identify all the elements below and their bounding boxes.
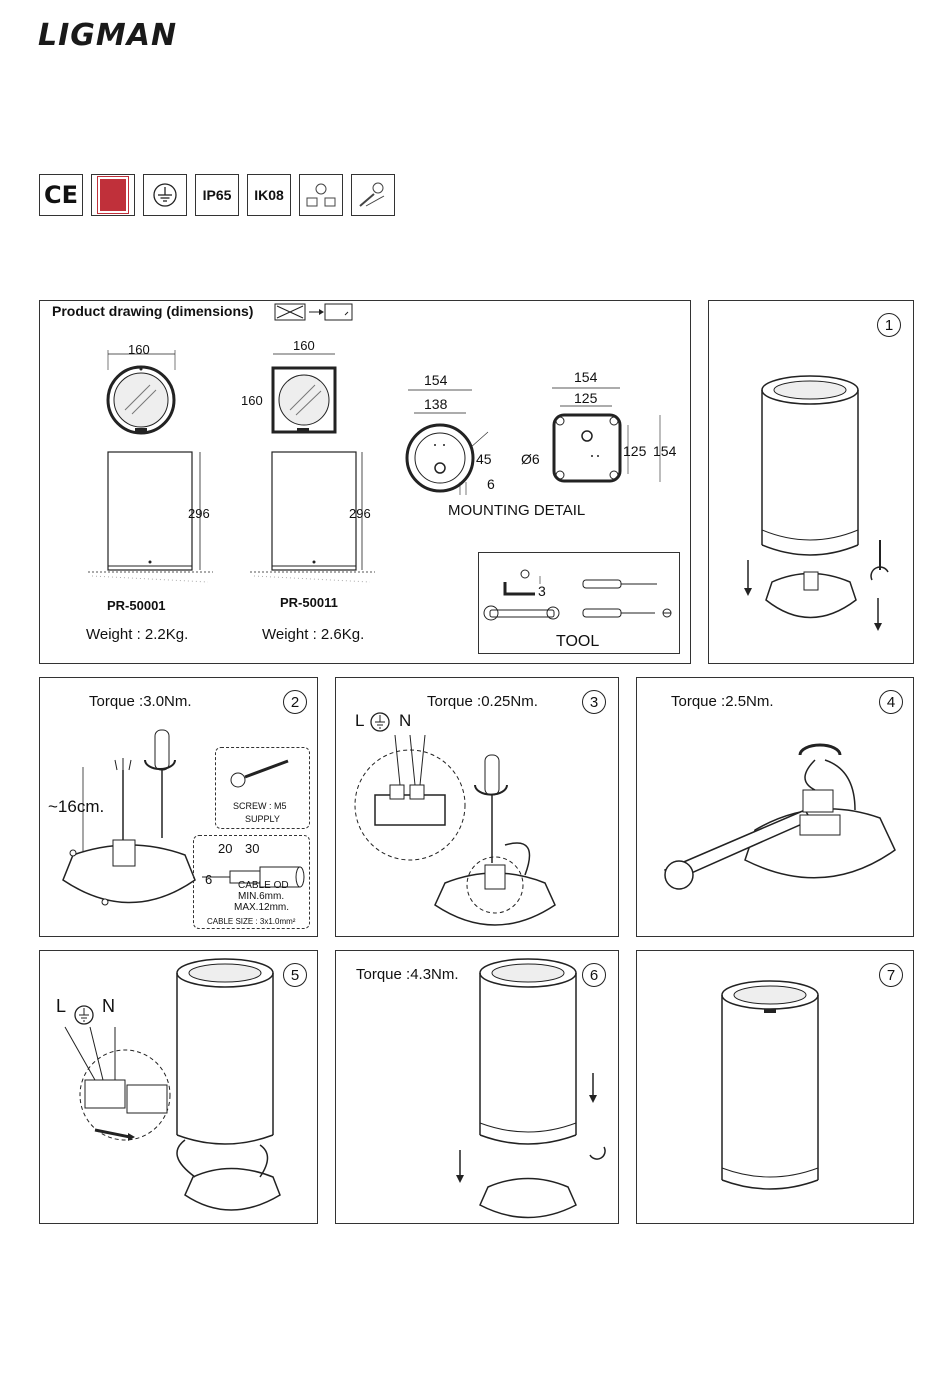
step-4-torque: Torque :2.5Nm.	[671, 693, 774, 710]
strip-length-a: 20	[218, 841, 233, 856]
square-mount-inner-label: 125	[574, 390, 598, 406]
step-5-illustration	[64, 958, 281, 1211]
step-6-panel	[335, 950, 619, 1224]
quality-seal-badge	[91, 174, 135, 216]
step-7-number: 7	[879, 963, 903, 987]
step-3-live-label: L	[355, 711, 365, 730]
round-width-label: 160	[128, 342, 150, 357]
tool-box	[478, 552, 680, 654]
ik08-badge: IK08	[247, 174, 291, 216]
step-7-illustration	[721, 980, 819, 1190]
step-1-illustration	[744, 375, 889, 631]
tool-illustration	[483, 569, 672, 621]
step-5-ground-icon	[74, 1005, 94, 1025]
square-model-weight: Weight : 2.6Kg.	[262, 626, 365, 643]
screw-detail-box	[215, 747, 310, 829]
step-4-panel	[636, 677, 914, 937]
round-mount-outer-label: 154	[424, 372, 448, 388]
round-model-side-view	[88, 451, 213, 583]
cable-max-label: MAX.12mm.	[234, 902, 290, 913]
round-mount-gap-label: 6	[487, 476, 495, 492]
step-5-neutral-label: N	[102, 996, 115, 1016]
step-1-number: 1	[877, 313, 901, 337]
square-model-code: PR-50011	[280, 595, 338, 610]
step-3-panel	[335, 677, 619, 937]
cable-detail-box	[193, 835, 310, 929]
step-5-live-label: L	[56, 996, 67, 1016]
tool-label: TOOL	[556, 633, 600, 650]
square-mount-outer-label: 154	[574, 369, 598, 385]
mount-hole-label: Ø6	[521, 451, 540, 467]
square-mount-side-inner-label: 125	[623, 443, 647, 459]
step-4-illustration	[663, 743, 896, 890]
square-model-top-view	[271, 353, 337, 434]
product-drawing-title: Product drawing (dimensions)	[52, 303, 254, 319]
strip-length-b: 30	[245, 841, 260, 856]
step-2-cable-length: ~16cm.	[48, 797, 105, 816]
screw-supply-label: SUPPLY	[245, 814, 280, 824]
step-2-torque: Torque :3.0Nm.	[89, 693, 192, 710]
earth-ground-badge	[143, 174, 187, 216]
product-drawing-panel	[39, 300, 691, 664]
earth-ground-icon	[153, 183, 177, 207]
round-model-code: PR-50001	[107, 598, 166, 613]
quality-seal-icon	[97, 176, 129, 214]
hex-key-size-label: 3	[538, 583, 546, 599]
screw-icon	[230, 759, 289, 788]
round-model-top-view	[106, 350, 176, 435]
step-7-panel	[636, 950, 914, 1224]
step-1-panel	[708, 300, 914, 664]
square-model-side-view	[250, 451, 375, 583]
cable-strip-diagram	[202, 866, 305, 888]
square-depth-label: 160	[241, 393, 263, 408]
step-2-illustration	[62, 729, 196, 906]
mounting-detail-label: MOUNTING DETAIL	[448, 502, 586, 519]
replace-symbol-icon	[274, 303, 353, 321]
cable-size-label: CABLE SIZE : 3x1.0mm²	[207, 917, 296, 926]
square-mounting-plate	[552, 387, 661, 483]
square-width-label: 160	[293, 338, 315, 353]
step-6-torque: Torque :4.3Nm.	[356, 966, 459, 983]
ip65-badge: IP65	[195, 174, 239, 216]
cable-od-label: CABLE OD	[238, 880, 289, 891]
round-mount-angle-label: 45	[476, 451, 492, 467]
round-height-label: 296	[188, 506, 210, 521]
strip-length-c: 6	[205, 872, 213, 887]
step-6-illustration	[456, 958, 606, 1219]
step-3-neutral-label: N	[399, 711, 412, 730]
tool-symbol-icon	[359, 182, 385, 207]
cable-min-label: MIN.6mm.	[238, 891, 285, 902]
step-3-ground-icon	[370, 712, 390, 732]
round-mount-inner-label: 138	[424, 396, 448, 412]
tool-badge	[351, 174, 395, 216]
round-model-weight: Weight : 2.2Kg.	[86, 626, 189, 643]
round-mounting-plate	[405, 389, 489, 495]
square-mount-side-outer-label: 154	[653, 443, 677, 459]
step-2-panel	[39, 677, 318, 937]
step-3-number: 3	[582, 690, 606, 714]
installation-symbol-icon	[306, 183, 336, 207]
step-3-torque: Torque :0.25Nm.	[427, 693, 538, 710]
installation-badge	[299, 174, 343, 216]
ce-mark-badge: CE	[39, 174, 83, 216]
step-3-illustration	[354, 734, 556, 926]
step-5-panel	[39, 950, 318, 1224]
screw-label: SCREW : M5	[233, 801, 287, 811]
step-4-number: 4	[879, 690, 903, 714]
step-6-number: 6	[582, 963, 606, 987]
step-5-number: 5	[283, 963, 307, 987]
step-2-number: 2	[283, 690, 307, 714]
square-height-label: 296	[349, 506, 371, 521]
brand-logo: LIGMAN	[38, 18, 178, 53]
